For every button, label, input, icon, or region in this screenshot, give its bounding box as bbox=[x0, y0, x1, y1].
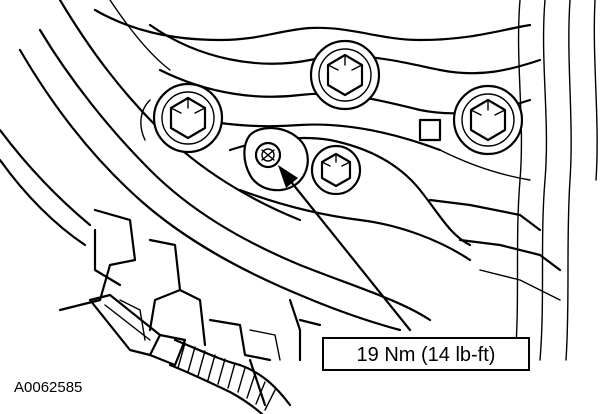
bolt-icon bbox=[309, 39, 381, 111]
wire-connector bbox=[88, 293, 292, 414]
engine-casting bbox=[93, 0, 598, 361]
bolt-icon bbox=[140, 82, 224, 154]
lower-housing bbox=[58, 208, 322, 407]
fitting-icon bbox=[243, 127, 309, 192]
figure-id: A0062585 bbox=[14, 379, 82, 396]
bolt-icon bbox=[310, 144, 362, 196]
torque-callout: 19 Nm (14 lb-ft) bbox=[322, 337, 530, 371]
arrow-icon bbox=[278, 165, 412, 332]
torque-label: 19 Nm (14 lb-ft) bbox=[357, 344, 496, 366]
bolt-icon bbox=[452, 84, 524, 156]
